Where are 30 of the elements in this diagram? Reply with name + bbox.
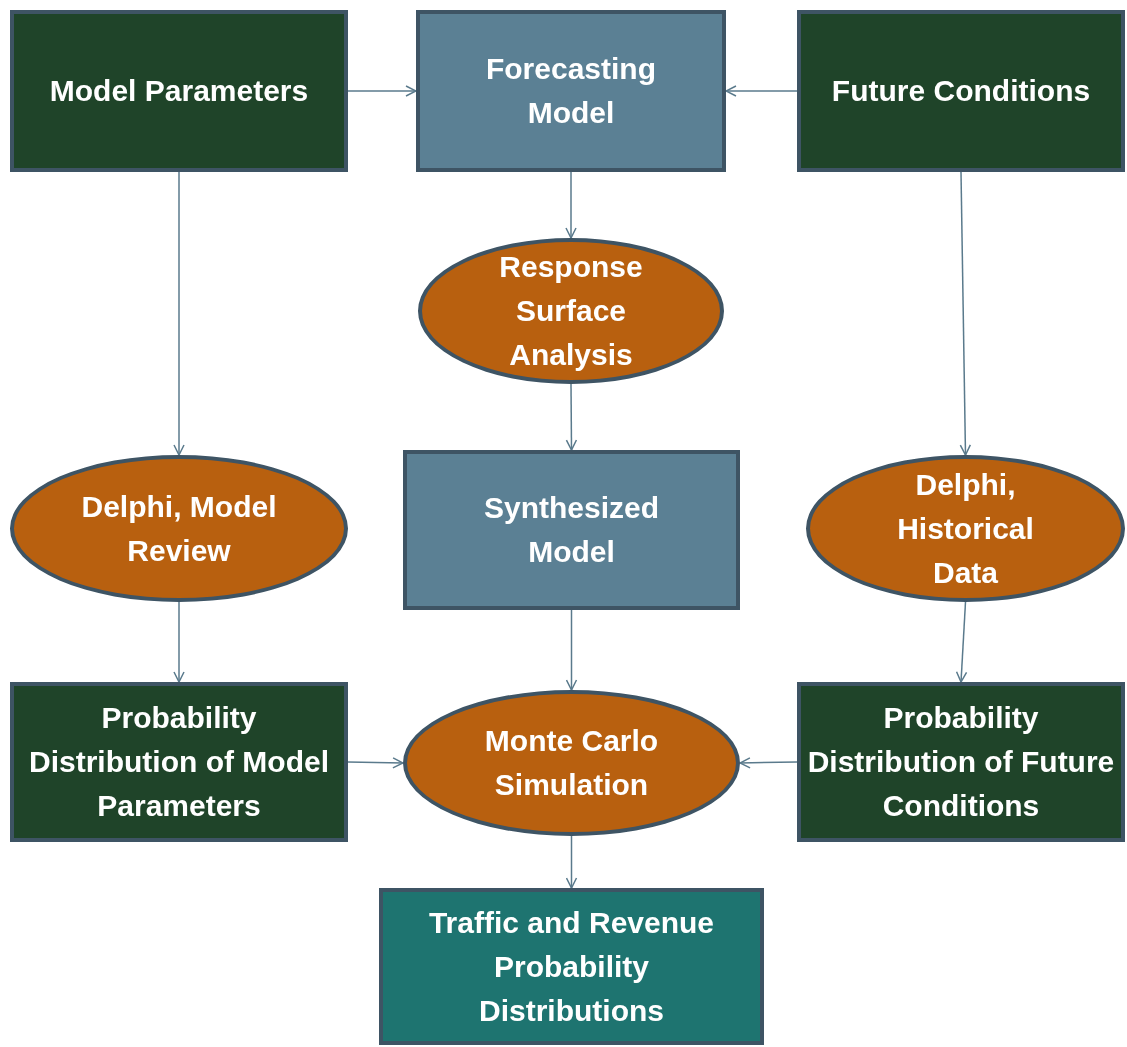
process-box [797, 10, 1125, 172]
arrow [955, 601, 968, 683]
arrow [959, 171, 972, 456]
node-label: Monte Carlo Simulation [483, 723, 660, 803]
arrow [565, 383, 578, 451]
node-label: Response Surface Analysis [498, 249, 644, 373]
arrow [565, 171, 577, 239]
arrow [347, 757, 404, 769]
node-label: Synthesized Model [482, 490, 661, 570]
node-label: Probability Distribution of Future Conditions [806, 700, 1116, 824]
node-label: Future Conditions [831, 73, 1091, 109]
arrow [725, 85, 798, 97]
arrow [173, 601, 185, 683]
arrow [565, 609, 578, 691]
node-label: Forecasting Model [484, 51, 657, 131]
arrow [173, 171, 185, 456]
process-box [10, 682, 348, 842]
process-box [416, 10, 726, 172]
process-box [10, 10, 348, 172]
node-label: Delphi, Historical Data [896, 466, 1035, 591]
process-box [379, 888, 764, 1045]
arrow [565, 835, 578, 889]
node-label: Probability Distribution of Model Parameters [28, 700, 330, 824]
process-box [403, 450, 740, 610]
arrow [347, 85, 417, 97]
arrow [739, 757, 798, 769]
process-box [797, 682, 1125, 842]
node-label: Traffic and Revenue Probability Distributions [427, 904, 716, 1029]
node-label: Delphi, Model Review [80, 488, 278, 569]
node-label: Model Parameters [49, 73, 309, 109]
